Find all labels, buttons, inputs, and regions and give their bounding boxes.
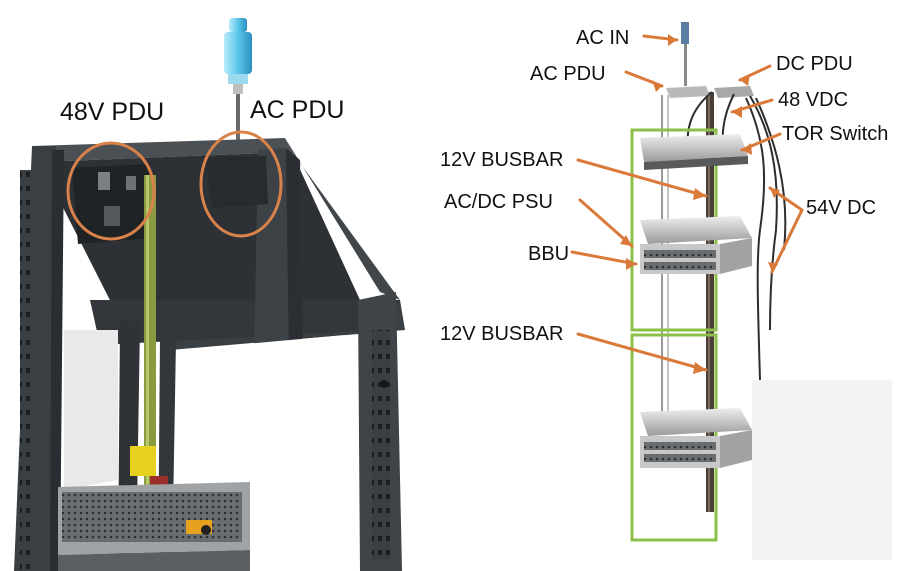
label-tor-switch: TOR Switch	[782, 123, 888, 145]
label-ac-in: AC IN	[576, 27, 629, 49]
label-acdc-psu: AC/DC PSU	[444, 191, 553, 213]
label-48v-pdu: 48V PDU	[60, 98, 164, 126]
server-chassis	[58, 482, 250, 571]
ac-pdu-unit	[206, 156, 268, 208]
tor-switch	[640, 134, 748, 170]
pdu-48v-unit	[72, 164, 152, 244]
ac-connector-icon	[224, 18, 252, 144]
ac-in-plug-icon	[681, 22, 689, 86]
psu-shelf-top	[640, 216, 752, 274]
label-48-vdc: 48 VDC	[778, 89, 848, 111]
label-dc-pdu: DC PDU	[776, 53, 853, 75]
label-ac-pdu-left: AC PDU	[250, 96, 344, 124]
psu-shelf-bottom	[640, 408, 752, 468]
label-bbu: BBU	[528, 243, 569, 265]
pdu-tray	[666, 86, 754, 98]
background-wall	[752, 380, 892, 560]
label-54v-dc: 54V DC	[806, 197, 876, 219]
label-12v-busbar-bottom: 12V BUSBAR	[440, 323, 563, 345]
highlight-ring-ac-pdu	[199, 130, 283, 238]
label-ac-pdu-right: AC PDU	[530, 63, 606, 85]
highlight-ring-48v-pdu	[66, 141, 156, 241]
right-panel: AC IN AC PDU DC PDU 48 VDC TOR Switch 12…	[430, 0, 900, 571]
leader-arrowheads	[620, 34, 780, 374]
label-12v-busbar-top: 12V BUSBAR	[440, 149, 563, 171]
panel-divider	[424, 0, 430, 571]
left-panel: 48V PDU AC PDU	[0, 0, 420, 571]
